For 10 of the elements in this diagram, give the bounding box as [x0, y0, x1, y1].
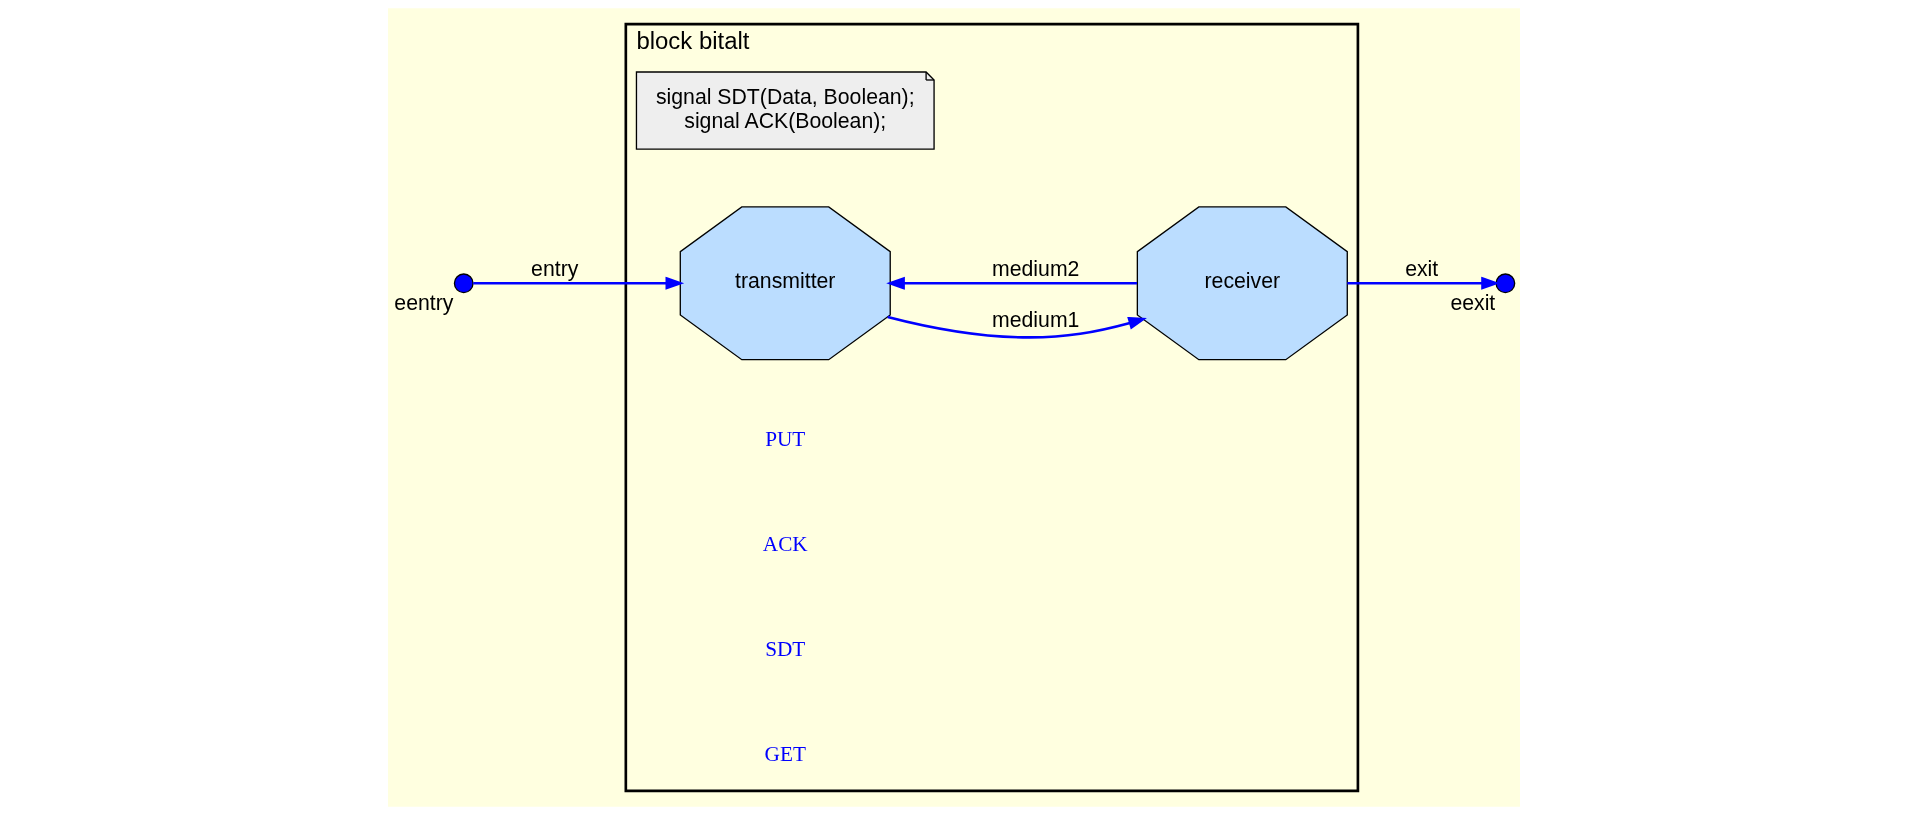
label: PUT [764, 427, 805, 452]
edge-label: entry [530, 257, 578, 282]
node-label: eentry [393, 290, 453, 315]
label: GET [764, 742, 806, 767]
edge-label: exit [1404, 257, 1438, 282]
label: ACK [762, 532, 808, 557]
edge-label: medium1 [991, 307, 1079, 332]
label: SDT [764, 637, 805, 662]
edge-label: medium2 [991, 257, 1079, 282]
node-label: eexit [1449, 290, 1495, 315]
